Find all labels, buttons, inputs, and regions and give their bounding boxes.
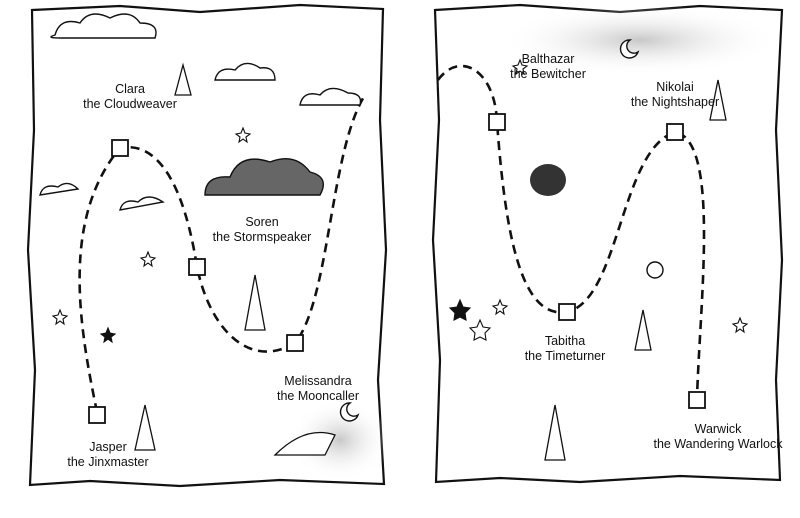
left-parchment: [26, 3, 388, 488]
waypoint-tabitha: [558, 303, 576, 321]
wizard-figures: [134, 62, 727, 461]
waypoint-jasper: [88, 406, 106, 424]
character-name: Warwick: [694, 422, 742, 436]
waypoint-warwick: [688, 391, 706, 409]
character-title: the Cloudweaver: [83, 97, 177, 111]
character-name: Tabitha: [544, 334, 586, 348]
character-title: the Jinxmaster: [67, 455, 149, 469]
right-parchment: [431, 3, 784, 484]
waypoint-soren: [188, 258, 206, 276]
character-name: Balthazar: [521, 52, 575, 66]
character-title: the Mooncaller: [277, 389, 359, 403]
clouds: [39, 13, 362, 211]
character-name: Melissandra: [284, 374, 352, 388]
stars: [51, 58, 749, 344]
waypoint-clara: [111, 139, 129, 157]
character-title: the Nightshaper: [630, 95, 720, 109]
character-title: the Stormspeaker: [212, 230, 312, 244]
left-trail: [78, 94, 367, 413]
character-title: the Timeturner: [524, 349, 606, 363]
character-title: the Wandering Warlock: [653, 437, 783, 451]
character-title: the Bewitcher: [510, 67, 586, 81]
night-sky-shading: [500, 5, 780, 75]
character-name: Jasper: [89, 440, 127, 454]
character-name: Nikolai: [656, 80, 694, 94]
waypoint-balthazar: [488, 113, 506, 131]
right-trail: [436, 64, 706, 399]
character-name: Soren: [245, 215, 279, 229]
character-name: Clara: [115, 82, 145, 96]
waypoint-melissandra: [286, 334, 304, 352]
waypoint-nikolai: [666, 123, 684, 141]
cauldron-icon: [530, 164, 566, 196]
corner-shading: [290, 400, 390, 480]
moon-icon: [619, 39, 640, 59]
clock-icon: [646, 261, 664, 279]
moon-icon: [339, 402, 360, 422]
